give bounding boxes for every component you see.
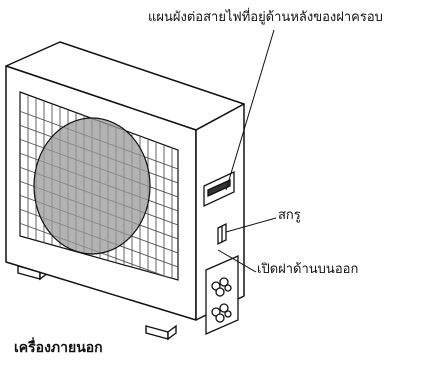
figure-caption: เครื่องภายนอก bbox=[14, 340, 103, 356]
right-front-foot bbox=[145, 325, 169, 340]
service-valve-icons bbox=[211, 277, 232, 323]
leader-screw bbox=[225, 217, 277, 233]
leader-open bbox=[217, 249, 257, 273]
right-front-foot-side bbox=[167, 324, 177, 341]
leader-wiring bbox=[225, 29, 275, 191]
label-screw: สกรู bbox=[278, 208, 301, 223]
fan-disc bbox=[33, 117, 151, 255]
label-wiring-diagram: แผนผังต่อสายไฟที่อยู่ด้านหลังของฝาครอบ bbox=[148, 10, 383, 25]
leader-lines bbox=[217, 29, 277, 273]
label-open-cover: เปิดฝาด้านบนออก bbox=[257, 262, 359, 277]
